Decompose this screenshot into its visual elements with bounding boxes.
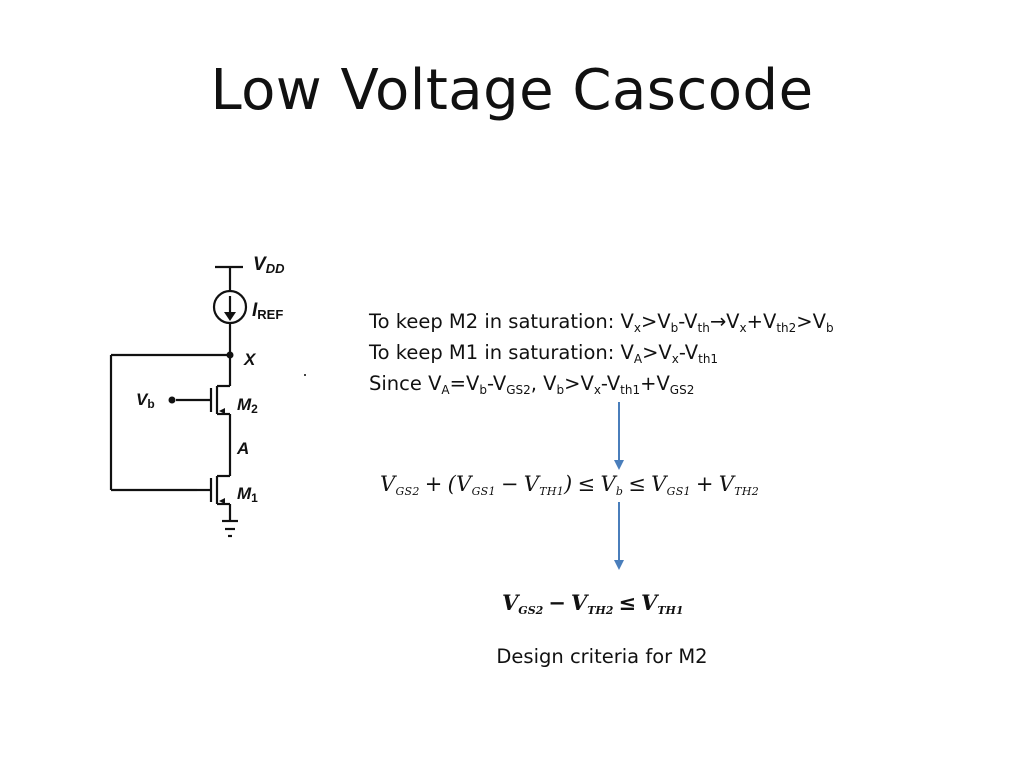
iref-label: IREF <box>252 300 283 322</box>
m1-label: M1 <box>237 484 258 505</box>
saturation-conditions: To keep M2 in saturation: Vx>Vb-Vth→Vx+V… <box>369 306 1009 399</box>
design-criteria-caption: Design criteria for M2 <box>496 645 708 668</box>
node-a-label: A <box>236 439 249 458</box>
node-x-label: X <box>243 350 257 369</box>
m2-label: M2 <box>237 395 258 416</box>
vb-label: Vb <box>136 390 155 411</box>
down-arrow-2 <box>614 502 624 570</box>
combined-condition: Since VA=Vb-VGS2, Vb>Vx-Vth1+VGS2 <box>369 372 695 397</box>
m1-saturation-condition: To keep M1 in saturation: VA>Vx-Vth1 <box>369 341 719 366</box>
design-criteria-inequality: VGS2−VTH2≤VTH1 <box>502 590 684 617</box>
down-arrow-1 <box>614 402 624 470</box>
m2-saturation-condition: To keep M2 in saturation: Vx>Vb-Vth→Vx+V… <box>369 310 834 335</box>
vdd-label: VDD <box>253 254 285 276</box>
cascode-circuit-diagram: VDD IREF X Vb M2 A M1 <box>109 254 285 538</box>
slide-title: Low Voltage Cascode <box>210 58 814 123</box>
vb-terminal-dot <box>168 396 176 404</box>
vb-range-inequality: VGS2+(VGS1−VTH1)≤Vb≤VGS1+VTH2 <box>380 472 760 498</box>
node-x-dot <box>226 351 234 359</box>
stray-mark <box>304 374 306 376</box>
